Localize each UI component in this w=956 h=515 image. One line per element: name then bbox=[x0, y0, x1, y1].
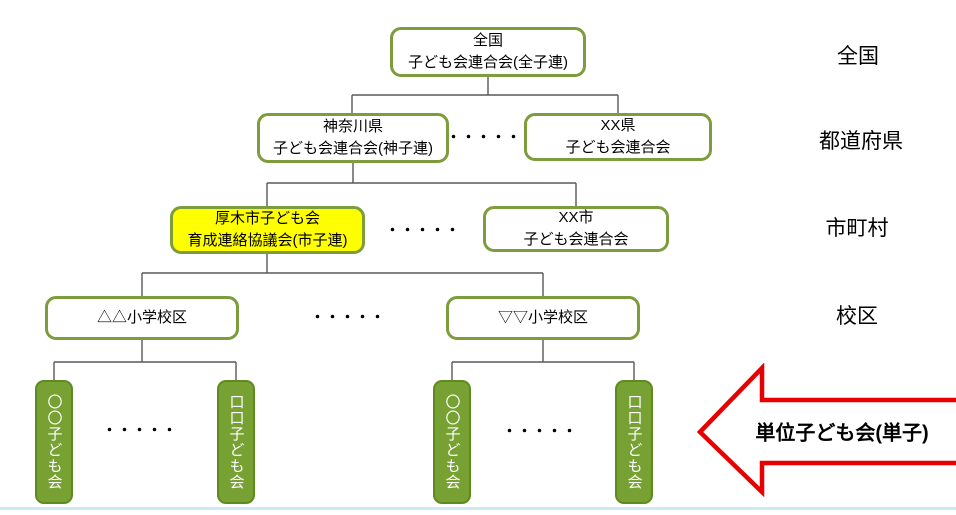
node-school-district-b: ▽▽小学校区 bbox=[446, 296, 640, 340]
node-unit-square-2-label: 口口子ども会 bbox=[625, 394, 643, 490]
node-national-line1: 全国 bbox=[472, 32, 503, 49]
ellipsis-unit-row-right: ・・・・・ bbox=[502, 423, 578, 439]
node-school-a-label: △△小学校区 bbox=[96, 309, 187, 326]
node-national: 全国 子ども会連合会(全子連) bbox=[390, 27, 586, 77]
node-atsugi-city-highlighted: 厚木市子ども会 育成連絡協議会(市子連) bbox=[170, 206, 365, 254]
node-unit-circle-2-label: 〇〇子ども会 bbox=[443, 394, 461, 490]
level-label-municipal: 市町村 bbox=[825, 217, 889, 240]
node-xx-pref: XX県 子ども会連合会 bbox=[524, 113, 712, 161]
node-unit-square-1: 口口子ども会 bbox=[217, 380, 255, 504]
ellipsis-municipal-row: ・・・・・ bbox=[385, 222, 461, 238]
node-kanagawa-pref: 神奈川県 子ども会連合会(神子連) bbox=[257, 113, 449, 163]
node-unit-square-1-label: 口口子ども会 bbox=[227, 394, 245, 490]
ellipsis-prefecture-row: ・・・・・ bbox=[446, 129, 522, 145]
node-kanagawa-line2: 子ども会連合会(神子連) bbox=[273, 140, 433, 157]
node-xx-pref-line1: XX県 bbox=[600, 117, 636, 134]
ellipsis-school-row: ・・・・・ bbox=[310, 309, 386, 325]
tree-connector-lines bbox=[53, 77, 635, 380]
bottom-baseline-rule bbox=[0, 507, 956, 510]
arrow-callout-label: 単位子ども会(単子) bbox=[755, 422, 929, 445]
node-xx-city-line2: 子ども会連合会 bbox=[523, 231, 629, 248]
level-label-school-district: 校区 bbox=[836, 305, 878, 328]
node-unit-circle-2: 〇〇子ども会 bbox=[433, 380, 471, 504]
node-kanagawa-line1: 神奈川県 bbox=[322, 118, 383, 135]
node-atsugi-line1: 厚木市子ども会 bbox=[214, 210, 320, 227]
node-xx-city: XX市 子ども会連合会 bbox=[483, 206, 669, 252]
node-unit-circle-1: 〇〇子ども会 bbox=[35, 380, 73, 504]
left-arrow-shape bbox=[696, 362, 956, 498]
node-unit-square-2: 口口子ども会 bbox=[615, 380, 653, 504]
node-national-line2: 子ども会連合会(全子連) bbox=[408, 54, 568, 71]
node-xx-pref-line2: 子ども会連合会 bbox=[565, 139, 671, 156]
level-label-national: 全国 bbox=[837, 45, 879, 68]
level-label-prefecture: 都道府県 bbox=[819, 130, 903, 153]
node-school-district-a: △△小学校区 bbox=[45, 296, 239, 340]
ellipsis-unit-row-left: ・・・・・ bbox=[102, 422, 178, 438]
node-atsugi-line2: 育成連絡協議会(市子連) bbox=[187, 232, 348, 249]
node-xx-city-line1: XX市 bbox=[558, 209, 594, 226]
node-school-b-label: ▽▽小学校区 bbox=[497, 309, 588, 326]
node-unit-circle-1-label: 〇〇子ども会 bbox=[45, 394, 63, 490]
